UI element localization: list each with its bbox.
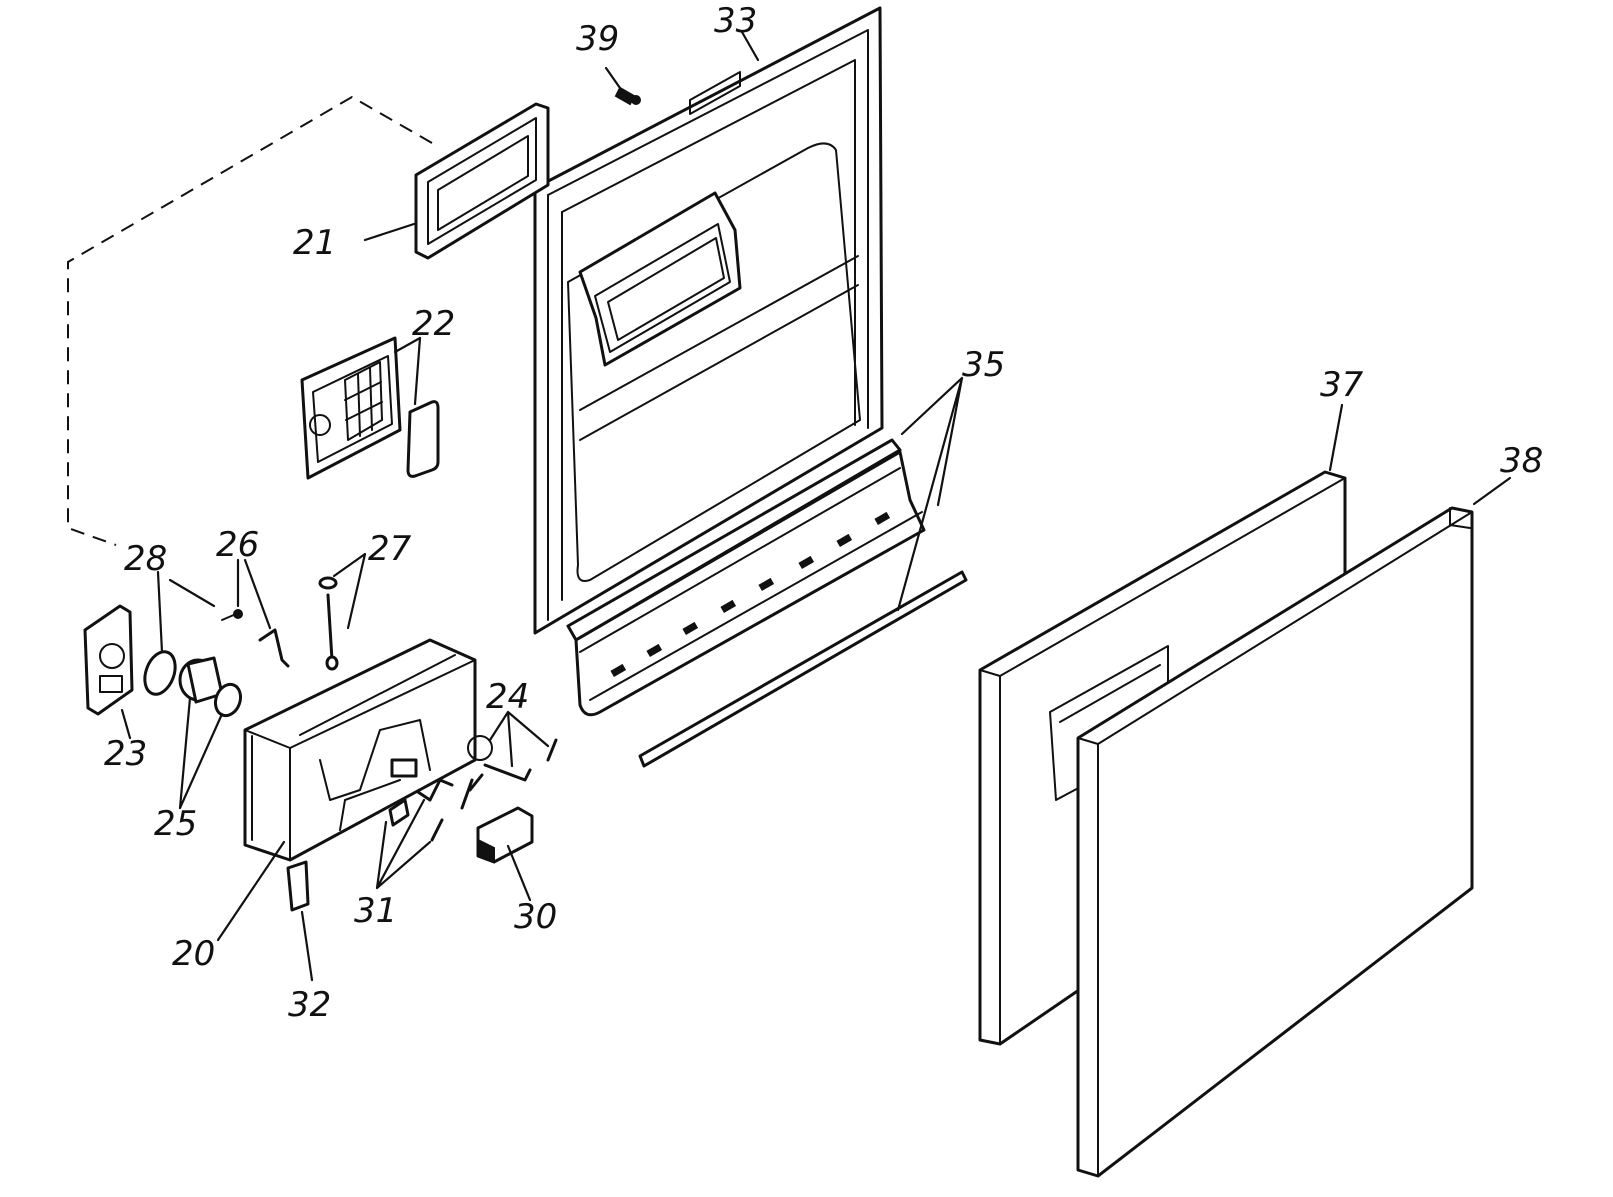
leader-23 bbox=[120, 708, 132, 740]
part-39-screw bbox=[614, 86, 641, 106]
part-25-cap bbox=[178, 656, 243, 718]
callout-31: 31 bbox=[354, 891, 397, 931]
callout-27: 27 bbox=[368, 529, 412, 569]
leader-35 bbox=[896, 376, 964, 612]
callout-30: 30 bbox=[514, 897, 557, 937]
callout-24: 24 bbox=[486, 677, 529, 717]
leader-21 bbox=[363, 222, 416, 242]
leader-33 bbox=[740, 30, 760, 62]
callout-35: 35 bbox=[962, 345, 1005, 385]
part-26-lever bbox=[221, 609, 290, 668]
part-33-inner-door bbox=[533, 6, 884, 635]
dashed-group-outline bbox=[67, 95, 433, 546]
part-30-switch bbox=[476, 806, 534, 864]
leader-38 bbox=[1472, 476, 1512, 506]
leader-26 bbox=[236, 558, 272, 630]
leader-39 bbox=[604, 66, 622, 90]
part-28-ring bbox=[143, 650, 177, 696]
callout-21: 21 bbox=[293, 223, 336, 263]
part-24-springs bbox=[460, 738, 558, 810]
leader-lines bbox=[120, 30, 1512, 982]
leader-20 bbox=[216, 840, 286, 942]
part-20-dispenser bbox=[243, 638, 493, 862]
callout-37: 37 bbox=[1320, 365, 1364, 405]
leader-31 bbox=[375, 798, 432, 890]
leader-30 bbox=[506, 844, 532, 902]
leader-22 bbox=[393, 336, 422, 406]
part-27-plunger bbox=[318, 576, 339, 671]
callout-28: 28 bbox=[124, 539, 167, 579]
part-35-trim bbox=[566, 438, 968, 768]
part-23-cover bbox=[83, 604, 134, 716]
part-21-gasket bbox=[414, 102, 550, 260]
callout-39: 39 bbox=[576, 19, 619, 59]
callout-26: 26 bbox=[216, 525, 259, 565]
part-22-vent bbox=[300, 336, 440, 480]
part-31-clips bbox=[388, 778, 454, 842]
leader-25 bbox=[178, 696, 224, 810]
callout-23: 23 bbox=[104, 734, 147, 774]
part-38-front-panel bbox=[1076, 506, 1474, 1178]
callout-33: 33 bbox=[714, 1, 757, 41]
callout-25: 25 bbox=[154, 804, 197, 844]
callout-20: 20 bbox=[172, 934, 215, 974]
leader-24 bbox=[488, 710, 550, 768]
leader-28 bbox=[156, 570, 216, 654]
callout-22: 22 bbox=[412, 304, 455, 344]
leader-37 bbox=[1328, 403, 1344, 472]
callout-32: 32 bbox=[288, 985, 331, 1025]
callout-38: 38 bbox=[1500, 441, 1543, 481]
part-32-clip bbox=[286, 860, 310, 912]
leader-27 bbox=[332, 552, 367, 630]
callout-labels: 20 21 22 23 24 25 26 27 28 30 31 32 33 3… bbox=[104, 1, 1543, 1025]
leader-32 bbox=[300, 910, 314, 982]
